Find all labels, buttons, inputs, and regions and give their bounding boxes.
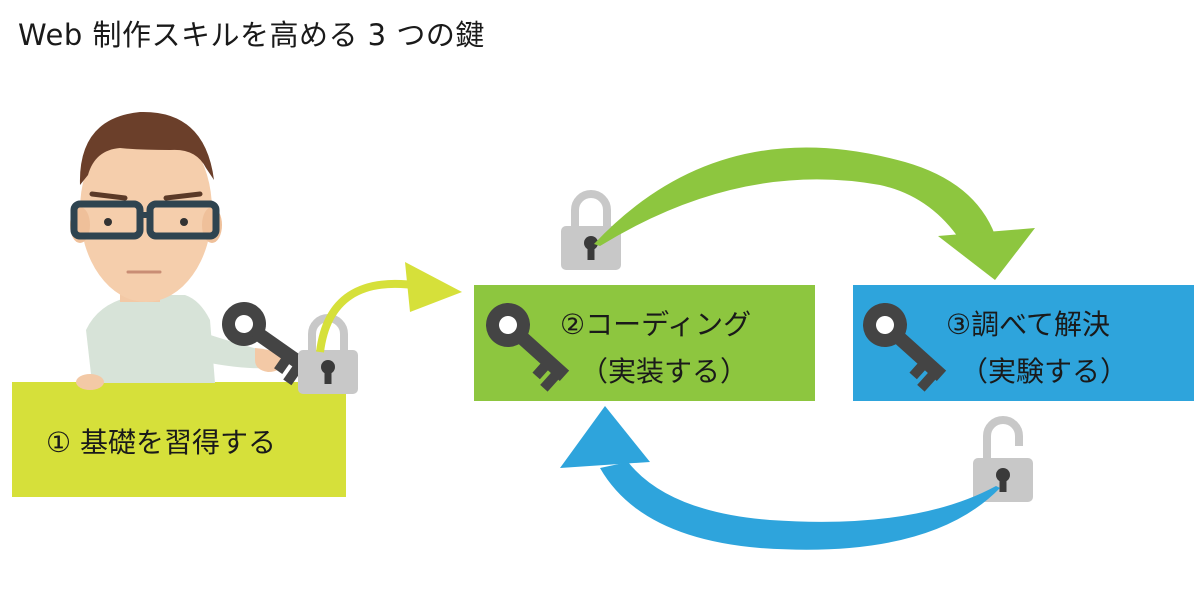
arrow-yellow-to-step2 [316,262,462,353]
step2-sublabel: （実装する） [580,355,749,388]
step1-label: ① 基礎を習得する [46,426,277,459]
arrow-blue-to-step2 [560,406,1000,550]
arrow-green-to-step3 [594,147,1035,280]
person-illustration [70,111,285,390]
step3-sublabel: （実験する） [960,355,1129,388]
step2-label: ②コーディング [560,308,752,341]
step1-box [12,382,346,497]
page-title: Web 制作スキルを高める 3 つの鍵 [18,18,485,52]
unlock-icon-step3 [973,420,1033,502]
step3-label: ③調べて解決 [946,308,1110,341]
